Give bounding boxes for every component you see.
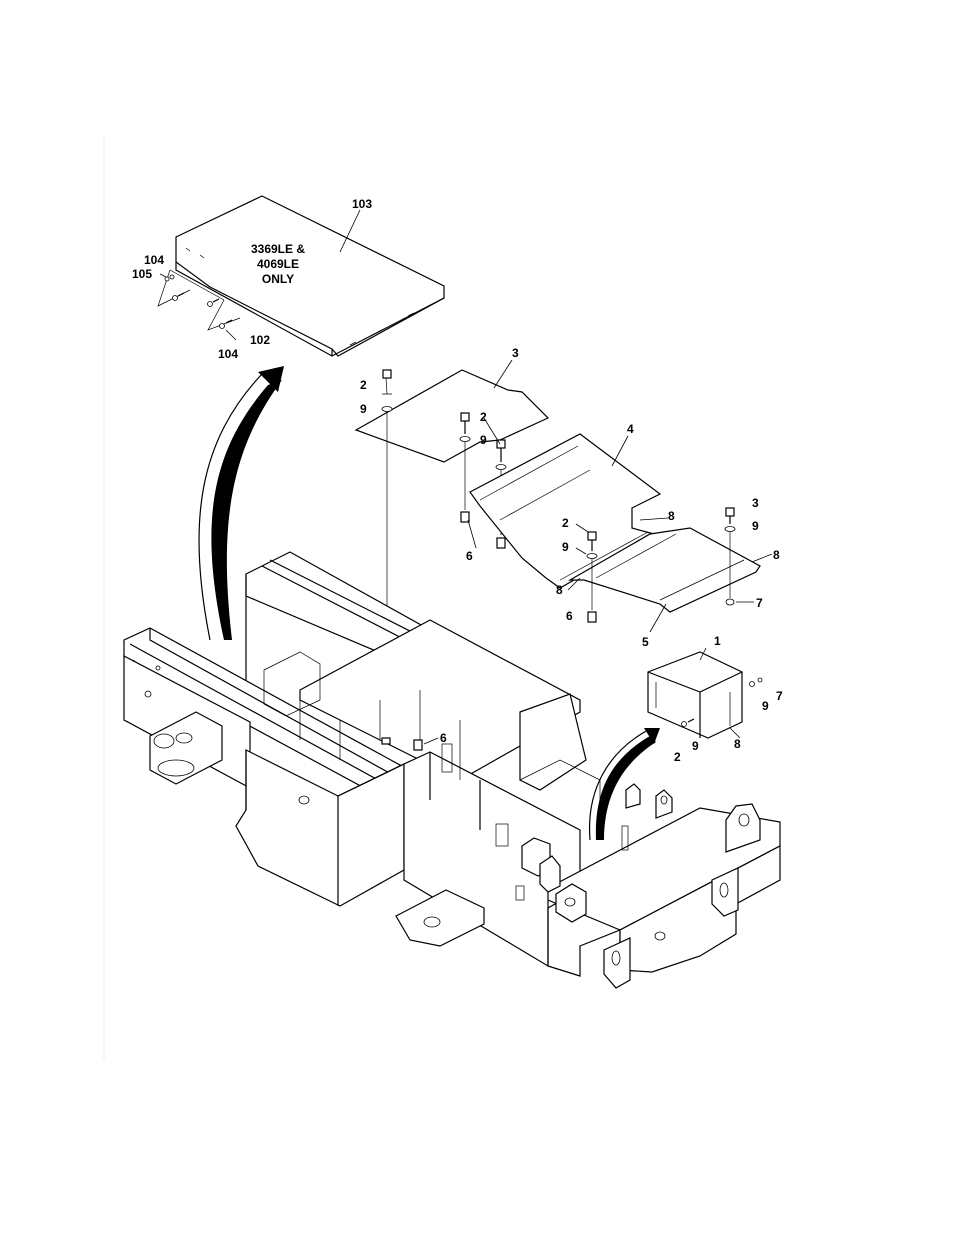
callout-2: 2 [360, 378, 367, 392]
callout-1: 1 [714, 634, 721, 648]
callout-2-third: 2 [562, 516, 569, 530]
callout-9-sixth: 9 [692, 739, 699, 753]
note-line-3: ONLY [262, 272, 294, 286]
note-line-2: 4069LE [257, 257, 299, 271]
callout-9-third: 9 [562, 540, 569, 554]
callout-numbers: 103 104 105 102 104 3 2 9 2 9 6 4 8 2 9 … [132, 197, 783, 764]
cover-plate-hardware [157, 269, 241, 331]
callout-9-fifth: 9 [762, 699, 769, 713]
callout-102: 102 [250, 333, 270, 347]
cover-1 [647, 651, 763, 739]
callout-7: 7 [756, 596, 763, 610]
install-arrow-large [198, 366, 284, 641]
callout-9-fourth: 9 [752, 519, 759, 533]
callout-105: 105 [132, 267, 152, 281]
callout-104: 104 [144, 253, 164, 267]
callout-6-third: 6 [440, 731, 447, 745]
floor-plate-5 [567, 507, 761, 623]
callout-8-third: 8 [773, 548, 780, 562]
callout-2-fourth: 2 [674, 750, 681, 764]
callout-104-lower: 104 [218, 347, 238, 361]
callout-leaders [159, 209, 773, 745]
install-arrow-small [588, 728, 660, 841]
callout-8-second: 8 [556, 583, 563, 597]
callout-3: 3 [512, 346, 519, 360]
callout-103: 103 [352, 197, 372, 211]
callout-8-fourth: 8 [734, 737, 741, 751]
cover-plate-103: 3369LE & 4069LE ONLY [175, 195, 445, 357]
callout-2-second: 2 [480, 410, 487, 424]
callout-4: 4 [627, 422, 634, 436]
callout-5: 5 [642, 635, 649, 649]
callout-9: 9 [360, 402, 367, 416]
note-line-1: 3369LE & [251, 242, 305, 256]
callout-6: 6 [466, 549, 473, 563]
callout-7-second: 7 [776, 689, 783, 703]
chassis-frame [123, 551, 781, 989]
callout-6-second: 6 [566, 609, 573, 623]
callout-8: 8 [668, 509, 675, 523]
callout-3-second: 3 [752, 496, 759, 510]
callout-9-second: 9 [480, 433, 487, 447]
